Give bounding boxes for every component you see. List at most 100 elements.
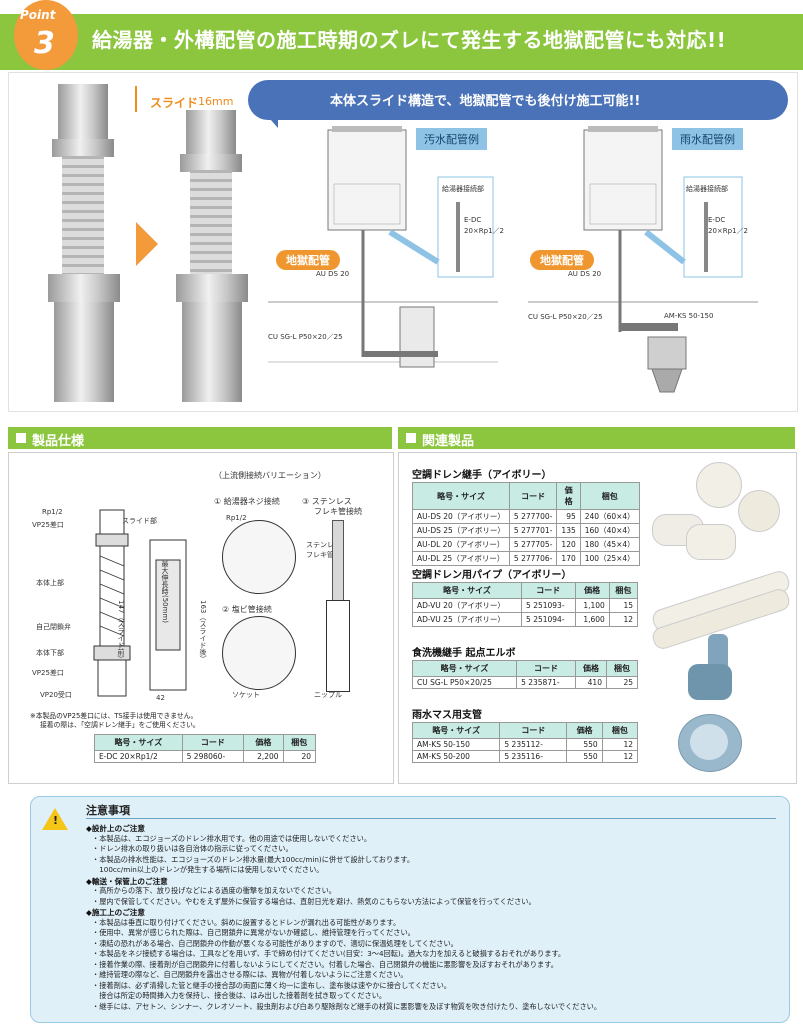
table-cell: 5 251093- xyxy=(521,598,576,613)
pipe-photo-before xyxy=(40,84,130,402)
point-number: 3 xyxy=(34,26,55,61)
caution-line: 接合は所定の時間挿入力を保持し、接合後は、はみ出した接着剤を拭き取ってください。 xyxy=(92,991,387,1000)
caution-line: 100cc/min以上のドレンが発生する場所には使用しないでください。 xyxy=(92,865,324,874)
table-cell: 12 xyxy=(601,738,639,751)
callout-bubble-tail xyxy=(262,110,278,128)
table-header: 梱包 xyxy=(579,482,640,510)
table-cell: 550 xyxy=(566,738,603,751)
table-cell: 5 235116- xyxy=(499,750,568,763)
caution-line: ・高所からの落下、放り投げなどによる過度の衝撃を加えないでください。 xyxy=(92,886,336,895)
table-cell: AU-DL 20（アイボリー） xyxy=(412,537,510,552)
table-header: 価格 xyxy=(556,482,581,510)
vp25-mid-label: VP25差口 xyxy=(32,669,64,677)
caution-section-heading: ◆施工上のご注意 xyxy=(86,908,145,917)
tag-sewage-example: 汚水配管例 xyxy=(416,128,487,150)
table-header: コード xyxy=(521,582,576,599)
table-cell: 160（40×4） xyxy=(579,523,640,538)
variation-1-circle xyxy=(222,520,296,594)
slide-dimension-arrow xyxy=(135,86,137,112)
stainless-label-1: ステンレス xyxy=(306,541,341,549)
rp-label: Rp1/2 xyxy=(42,508,63,516)
table-cell: CU SG-L P50×20/25 xyxy=(411,676,518,689)
product-drawing xyxy=(93,509,187,697)
table-cell: 12 xyxy=(601,750,639,763)
table-header: 梱包 xyxy=(601,722,639,739)
dim-42: 42 xyxy=(156,694,165,702)
table-cell: AU-DS 25（アイボリー） xyxy=(412,523,510,538)
spec-section-bar xyxy=(8,427,392,449)
caution-line: ・接着作業の際、接着剤が自己閉鎖弁に付着しないようにしてください。付着した場合、… xyxy=(92,959,558,969)
spec-note-1: ※本製品のVP25差口には、TS接手は使用できません。 xyxy=(30,712,198,720)
left-connection-label: 給湯器接続部 xyxy=(442,185,484,193)
table-cell: 95 xyxy=(556,509,581,524)
variation-2-circle xyxy=(222,616,296,690)
sewage-diagram xyxy=(268,126,498,368)
table-header: 略号・サイズ xyxy=(94,734,183,751)
header-band xyxy=(0,14,803,70)
tag-rainwater-example: 雨水配管例 xyxy=(672,128,743,150)
table-header: 価格 xyxy=(574,660,607,677)
table-cell: 5 277706- xyxy=(508,551,558,566)
caution-line: ・接着剤は、必ず清掃した管と継手の接合部の両面に薄く均一に塗布し、塗布後は速やか… xyxy=(92,980,451,990)
table-header: 価格 xyxy=(574,582,610,599)
variation-rp-label: Rp1/2 xyxy=(226,514,247,522)
spec-note-2: 接着の際は、「空調ドレン継手」をご使用ください。 xyxy=(40,721,200,729)
table-cell: 180（45×4） xyxy=(579,537,640,552)
right-au-label: AU DS 20 xyxy=(568,270,602,278)
branch-pipe-photo xyxy=(676,708,746,774)
table-cell: AM-KS 50-200 xyxy=(411,750,501,763)
caution-title-rule xyxy=(86,818,776,819)
related-section-title: 関連製品 xyxy=(422,434,475,449)
warning-icon xyxy=(42,808,68,830)
table-cell: 410 xyxy=(574,676,607,689)
table-cell: 240（60×4） xyxy=(579,509,640,524)
nipple-label: ニップル xyxy=(314,691,342,699)
related-group-title: 空調ドレン用パイプ（アイボリー） xyxy=(412,570,572,581)
dim-163: 163（スライド後） xyxy=(199,600,207,663)
right-connection-label: 給湯器接続部 xyxy=(686,185,728,193)
table-cell: AU-DS 20（アイボリー） xyxy=(412,509,510,524)
table-header: コード xyxy=(516,660,576,677)
table-cell: 25 xyxy=(605,676,639,689)
slide-mm: 16mm xyxy=(198,95,234,108)
left-cu-label: CU SG-L P50×20／25 xyxy=(268,333,343,341)
table-header: コード xyxy=(499,722,568,739)
table-cell: 15 xyxy=(608,598,639,613)
right-edc-size: 20×Rp1／2 xyxy=(708,227,748,235)
callout-bubble xyxy=(248,80,788,120)
table-cell: 5 277705- xyxy=(508,537,558,552)
callout-text: 本体スライド構造で、地獄配管でも後付け施工可能!! xyxy=(330,94,641,109)
table-cell: 1,600 xyxy=(574,612,610,627)
table-cell: 5 235112- xyxy=(499,738,568,751)
caution-line: ・ドレン排水の取り扱いは各自治体の指示に従ってください。 xyxy=(92,844,293,853)
table-header: 略号・サイズ xyxy=(411,722,501,739)
related-group-title: 食洗機継手 起点エルボ xyxy=(412,648,516,659)
variation-3-line2: フレキ管接続 xyxy=(314,507,362,516)
table-header: 梱包 xyxy=(282,734,317,751)
table-header: 梱包 xyxy=(605,660,639,677)
spec-section-title: 製品仕様 xyxy=(32,434,85,449)
table-cell: 170 xyxy=(556,551,581,566)
table-cell: 1,100 xyxy=(574,598,610,613)
table-cell: AU-DL 25（アイボリー） xyxy=(412,551,510,566)
left-hell-pipe-tag: 地獄配管 xyxy=(276,250,340,270)
right-cu-label: CU SG-L P50×20／25 xyxy=(528,313,603,321)
variation-title: （上流側接続バリエーション） xyxy=(214,471,326,480)
warning-icon-mark: ! xyxy=(53,814,59,827)
table-header: 略号・サイズ xyxy=(411,660,518,677)
stainless-label-2: フレキ管 xyxy=(306,551,334,559)
related-group-title: 空調ドレン継手（アイボリー） xyxy=(412,470,552,481)
table-header: 梱包 xyxy=(608,582,639,599)
slide-label: スライド xyxy=(150,96,199,110)
right-hell-pipe-tag: 地獄配管 xyxy=(530,250,594,270)
